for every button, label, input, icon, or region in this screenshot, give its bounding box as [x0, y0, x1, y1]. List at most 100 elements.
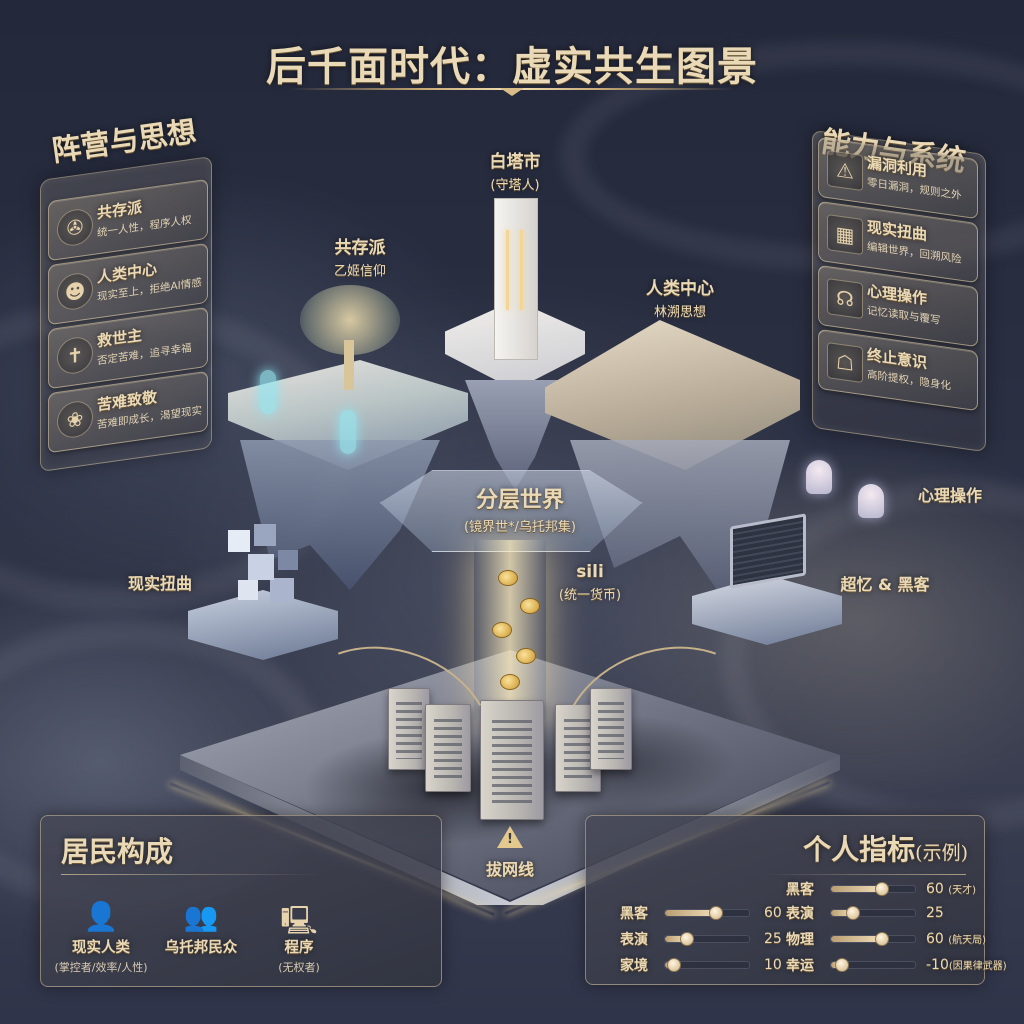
metric-slider[interactable] — [830, 932, 916, 946]
metric-label: 幸运 — [786, 958, 814, 974]
metric-left-acting[interactable]: 表演 25 — [620, 929, 782, 949]
slider-knob[interactable] — [667, 958, 682, 972]
metric-right-hacker[interactable]: 黑客 60 (天才) — [786, 879, 976, 899]
layered-world-sub: (镜界世*/乌托邦集) — [463, 520, 577, 535]
tower-light-slit — [520, 230, 523, 310]
resident-real-humans[interactable]: 👤 现实人类 (掌控者/效率/人性) — [41, 900, 161, 975]
metric-label: 表演 — [786, 906, 814, 922]
label-layered-world: 分层世界 (镜界世*/乌托邦集) — [420, 482, 620, 535]
metric-slider[interactable] — [664, 906, 750, 920]
label-human-center-island: 人类中心 林溯思想 — [610, 274, 750, 320]
metric-value: -10(因果律武器) — [926, 957, 1007, 973]
metrics-heading-title: 个人指标 — [803, 833, 916, 866]
label-reality-distortion: 现实扭曲 — [100, 570, 220, 594]
label-psych-operation: 心理操作 — [895, 482, 1005, 506]
savior-hands-icon: ✝ — [57, 334, 93, 376]
label-unplug: 拔网线 — [460, 856, 560, 880]
human-center-name: 人类中心 — [646, 279, 714, 299]
people-group-icon: 👥 — [183, 900, 219, 933]
metric-value: 25 — [926, 905, 944, 921]
metric-left-hacker[interactable]: 黑客 60 — [620, 903, 782, 923]
server-rack-main[interactable] — [480, 700, 544, 820]
metric-slider[interactable] — [830, 882, 916, 896]
metric-value: 25 — [764, 931, 782, 947]
resident-desc: (掌控者/效率/人性) — [54, 961, 148, 974]
metrics-heading-note: (示例) — [915, 842, 968, 864]
label-coexist-island: 共存派 乙姬信仰 — [290, 233, 430, 279]
white-tower-name: 白塔市 — [489, 152, 541, 172]
warning-exclamation: ! — [507, 832, 513, 847]
metrics-panel: 个人指标(示例) 黑客 60 表演 25 家境 10 黑客 60 (天才) 表演… — [585, 815, 1007, 985]
resident-name: 乌托邦民众 — [164, 940, 238, 956]
human-center-sub: 林溯思想 — [653, 305, 706, 320]
coin-icon — [492, 622, 512, 638]
metric-label: 黑客 — [620, 906, 648, 922]
monitor-icon: 🖳 — [280, 904, 318, 937]
person-icon: 👤 — [83, 900, 119, 933]
metric-slider[interactable] — [830, 906, 916, 920]
fading-person-icon: ☖ — [827, 342, 863, 384]
warning-triangle-icon[interactable] — [497, 826, 523, 848]
white-tower-sub: (守塔人) — [490, 178, 540, 193]
distortion-cubes-icon — [218, 520, 308, 610]
metric-label: 家境 — [620, 958, 648, 974]
white-tower-spire — [494, 198, 538, 360]
residents-panel: 居民构成 👤 现实人类 (掌控者/效率/人性) 👥 乌托邦民众 🖳 程序 (无权… — [40, 815, 442, 987]
server-rack[interactable] — [425, 704, 471, 792]
coin-icon — [498, 570, 518, 586]
unity-emblem-icon: ✇ — [57, 206, 93, 248]
coin-icon — [520, 598, 540, 614]
resident-programs[interactable]: 🖳 程序 (无权者) — [239, 900, 359, 975]
currency-name: sili — [576, 562, 604, 582]
coexist-island-name: 共存派 — [334, 238, 386, 258]
pixel-glitch-icon: ▦ — [827, 214, 863, 256]
psych-head-icon — [858, 484, 884, 518]
hologram-person-icon — [260, 370, 276, 414]
metric-label: 黑客 — [786, 882, 814, 898]
coin-icon — [516, 648, 536, 664]
slider-knob[interactable] — [846, 906, 860, 920]
metric-right-acting[interactable]: 表演 25 — [786, 903, 944, 923]
server-rack[interactable] — [388, 688, 430, 770]
metric-right-physics[interactable]: 物理 60 (航天局) — [786, 929, 986, 949]
slider-knob[interactable] — [835, 958, 850, 972]
unplug-name: 拔网线 — [485, 860, 534, 879]
metric-value: 10 — [764, 957, 782, 973]
coin-icon — [500, 674, 520, 690]
slider-knob[interactable] — [875, 882, 890, 896]
tree-trunk — [344, 340, 354, 390]
hacker-name: 超忆 & 黑客 — [840, 575, 930, 594]
slider-knob[interactable] — [875, 932, 890, 946]
tower-light-slit — [506, 230, 509, 310]
metric-label: 物理 — [786, 932, 814, 948]
slider-knob[interactable] — [709, 906, 724, 920]
metric-slider[interactable] — [664, 958, 750, 972]
label-hacker: 超忆 & 黑客 — [815, 571, 955, 595]
metric-left-family[interactable]: 家境 10 — [620, 955, 782, 975]
label-currency: sili (统一货币) — [540, 562, 640, 603]
metric-right-luck[interactable]: 幸运 -10(因果律武器) — [786, 955, 1007, 975]
page-title: 后千面时代：虚实共生图景 — [266, 43, 758, 90]
title-notch-ornament — [500, 88, 524, 96]
resident-name: 程序 — [284, 940, 314, 956]
label-white-tower: 白塔市 (守塔人) — [440, 147, 590, 193]
psych-head-icon — [806, 460, 832, 494]
flower-hands-icon: ❀ — [57, 398, 93, 440]
metrics-heading: 个人指标(示例) — [803, 828, 968, 868]
terminal-window-icon: ⚠ — [827, 150, 863, 192]
metrics-divider — [766, 874, 966, 875]
human-circle-icon: ☻ — [57, 270, 93, 312]
metric-slider[interactable] — [664, 932, 750, 946]
reality-distortion-name: 现实扭曲 — [127, 574, 192, 593]
layered-world-glass-platform[interactable] — [380, 470, 642, 552]
residents-heading: 居民构成 — [61, 835, 174, 868]
server-rack[interactable] — [590, 688, 632, 770]
resident-name: 现实人类 — [72, 940, 130, 956]
ability-desc: 记忆读取与覆写 — [867, 304, 941, 327]
metric-value: 60 — [764, 905, 782, 921]
metric-slider[interactable] — [830, 958, 916, 972]
psych-operation-name: 心理操作 — [917, 486, 982, 505]
slider-knob[interactable] — [680, 932, 694, 946]
resident-utopia-citizens[interactable]: 👥 乌托邦民众 — [141, 900, 261, 959]
hologram-person-icon — [340, 410, 356, 454]
